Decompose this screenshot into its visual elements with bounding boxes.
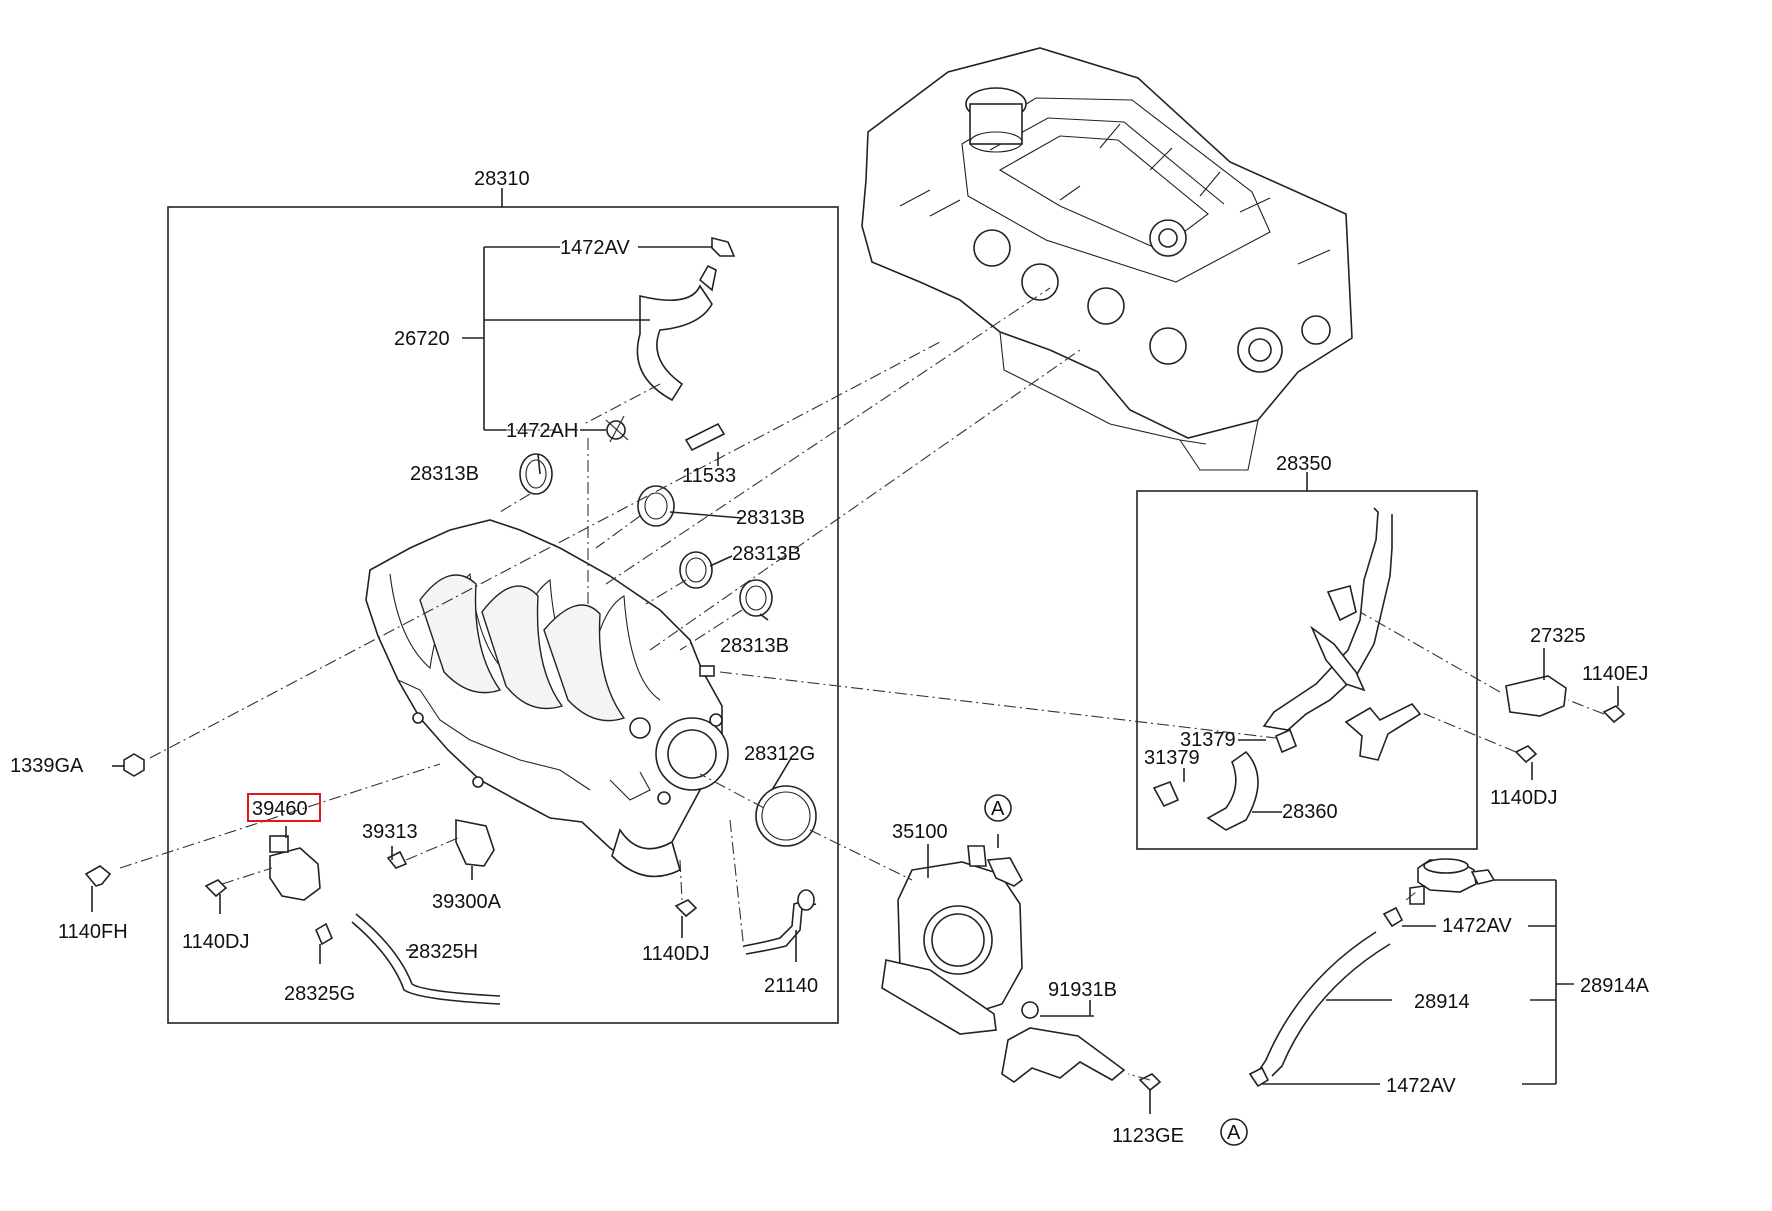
label-28313B-2: 28313B bbox=[736, 507, 805, 529]
gasket-28313B-2 bbox=[637, 485, 675, 527]
hose-28914 bbox=[1257, 931, 1391, 1077]
label-1140FH: 1140FH bbox=[58, 921, 128, 943]
label-26720: 26720 bbox=[394, 328, 450, 350]
label-1140DJ-left: 1140DJ bbox=[182, 931, 249, 953]
hose-21140 bbox=[743, 899, 817, 955]
bolt-1140FH bbox=[84, 865, 112, 887]
label-1140EJ: 1140EJ bbox=[1582, 663, 1648, 685]
label-11533: 11533 bbox=[682, 465, 736, 487]
label-28313B-4: 28313B bbox=[720, 635, 789, 657]
label-a-bottom: A bbox=[1227, 1122, 1241, 1144]
label-35100: 35100 bbox=[892, 821, 948, 843]
clip-1472AV-top bbox=[711, 236, 736, 257]
reference-marker-a-bottom bbox=[1220, 1118, 1248, 1146]
label-1123GE: 1123GE bbox=[1112, 1125, 1184, 1147]
intake-manifold-illustration bbox=[365, 519, 729, 878]
label-21140: 21140 bbox=[764, 975, 818, 997]
label-28350: 28350 bbox=[1276, 453, 1332, 475]
cylinder-head-illustration bbox=[861, 47, 1353, 471]
label-28310: 28310 bbox=[474, 168, 530, 190]
gasket-28313B-1 bbox=[519, 453, 553, 495]
bolt-1140DJ-right bbox=[1514, 745, 1538, 764]
label-39460: 39460 bbox=[252, 798, 308, 820]
bolt-1140DJ-mid bbox=[674, 899, 698, 918]
label-28325H: 28325H bbox=[408, 941, 478, 963]
label-1140DJ-right: 1140DJ bbox=[1490, 787, 1557, 809]
throttle-body-35100 bbox=[881, 845, 1024, 1035]
valve-27325 bbox=[1505, 675, 1567, 717]
assembly-box-28350 bbox=[1136, 490, 1478, 850]
label-1472AH: 1472AH bbox=[506, 420, 578, 442]
reference-marker-a-top bbox=[984, 794, 1012, 822]
valve-28914A bbox=[1409, 858, 1496, 905]
label-28914: 28914 bbox=[1414, 991, 1470, 1013]
label-31379-a: 31379 bbox=[1180, 729, 1236, 751]
bolt-1140EJ bbox=[1602, 705, 1626, 724]
label-28313B-1: 28313B bbox=[410, 463, 479, 485]
pipe-28350 bbox=[1262, 507, 1422, 761]
pcv-hose-26720 bbox=[636, 284, 713, 402]
label-28325G: 28325G bbox=[284, 983, 355, 1005]
bracket-91931B bbox=[1001, 1027, 1126, 1083]
hose-28325H bbox=[351, 921, 501, 1005]
bolt-1140DJ-left bbox=[204, 879, 228, 898]
highlight-box-39460 bbox=[247, 793, 321, 822]
label-39313: 39313 bbox=[362, 821, 418, 843]
stud-11533 bbox=[684, 422, 726, 452]
assembly-box-28310 bbox=[167, 206, 839, 1024]
label-91931B: 91931B bbox=[1048, 979, 1117, 1001]
gasket-28312G bbox=[755, 785, 817, 847]
clip-1472AV-r1 bbox=[1382, 906, 1404, 928]
label-1339GA: 1339GA bbox=[10, 755, 84, 777]
hose-28360 bbox=[1206, 750, 1259, 831]
sensor-39460 bbox=[269, 847, 321, 901]
label-1472AV-top: 1472AV bbox=[560, 237, 630, 259]
fitting-28325G bbox=[314, 922, 334, 946]
label-a-top: A bbox=[991, 798, 1005, 820]
label-28312G: 28312G bbox=[744, 743, 815, 765]
screw-39313 bbox=[386, 850, 408, 869]
label-1472AV-r1: 1472AV bbox=[1442, 915, 1512, 937]
label-1140DJ-mid: 1140DJ bbox=[642, 943, 709, 965]
label-39300A: 39300A bbox=[432, 891, 502, 913]
gasket-28313B-4 bbox=[739, 579, 773, 617]
bolt-1123GE bbox=[1138, 1073, 1162, 1092]
label-1472AV-r2: 1472AV bbox=[1386, 1075, 1456, 1097]
label-28914A: 28914A bbox=[1580, 975, 1650, 997]
label-28313B-3: 28313B bbox=[732, 543, 801, 565]
label-31379-b: 31379 bbox=[1144, 747, 1200, 769]
nut-1339GA bbox=[123, 753, 145, 777]
clamp-31379-b bbox=[1152, 780, 1180, 808]
gasket-28313B-3 bbox=[679, 551, 713, 589]
label-28360: 28360 bbox=[1282, 801, 1338, 823]
clip-1472AV-r2 bbox=[1248, 1066, 1270, 1088]
label-27325: 27325 bbox=[1530, 625, 1586, 647]
sensor-39300A bbox=[455, 819, 495, 867]
clamp-31379-a bbox=[1274, 728, 1298, 754]
